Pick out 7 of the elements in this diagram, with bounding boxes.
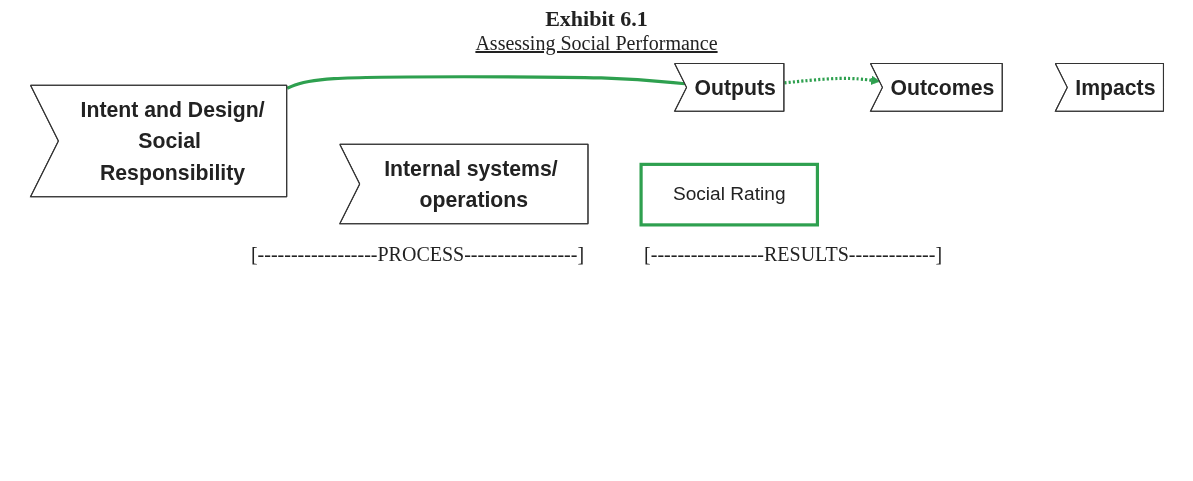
connector <box>286 75 685 90</box>
bracket-label: [------------------PROCESS-----------------] <box>250 243 585 267</box>
bracket-label: [-----------------RESULTS-------------] <box>644 243 943 267</box>
diagram-title: Exhibit 6.1 <box>545 6 648 32</box>
node-box: Social Rating <box>639 162 819 227</box>
arrow <box>783 75 880 85</box>
diagram-subtitle: Assessing Social Performance <box>475 32 718 55</box>
